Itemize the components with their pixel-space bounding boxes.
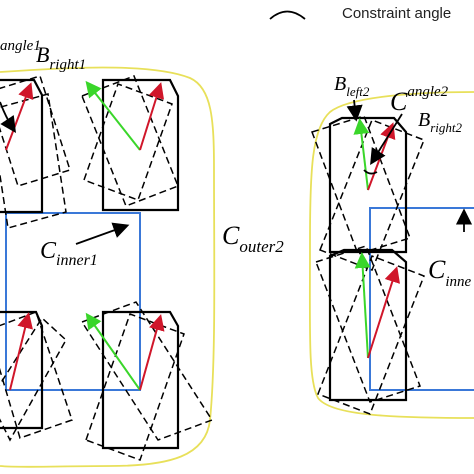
- green-vector-3: [353, 118, 370, 191]
- red-vector-4: [139, 314, 165, 391]
- angle1-label: angle1: [0, 38, 41, 54]
- body-solid-2: [101, 78, 180, 212]
- angle2-arc: [363, 169, 378, 175]
- left2-label: Bleft2: [334, 73, 370, 99]
- body-solid-5: [328, 116, 408, 254]
- constraint-angle-legend-icon: [269, 10, 306, 20]
- body-solid-4: [101, 310, 180, 450]
- green-vector-4: [354, 252, 371, 359]
- body-dashed-7: [80, 301, 214, 441]
- body-dashed-6: [0, 316, 67, 442]
- inner2-label: Cinne: [428, 255, 472, 290]
- green-vector-1: [85, 80, 141, 151]
- red-vector-2: [139, 82, 165, 151]
- angle2-pointer: [370, 113, 403, 166]
- body-dashed-3: [81, 75, 179, 207]
- body-dashed-12: [317, 255, 425, 415]
- body-dashed-11: [315, 245, 421, 403]
- angle1-pointer: [0, 101, 16, 133]
- outer-constraint-1: [0, 66, 216, 468]
- body-dashed-1: [0, 75, 71, 187]
- red-vector-3: [9, 312, 33, 391]
- left2-pointer: [346, 99, 363, 122]
- green-vector-2: [85, 312, 141, 391]
- body-solid-3: [0, 310, 44, 430]
- right1-label: Bright1: [36, 42, 86, 73]
- angle2-label: Cangle2: [390, 84, 449, 116]
- inner-constraint-1: [5, 212, 141, 391]
- inner1-label: Cinner1: [40, 238, 98, 269]
- body-dashed-2: [0, 93, 67, 229]
- legend-text: Constraint angle: [342, 5, 451, 22]
- body-dashed-10: [319, 119, 425, 271]
- body-dashed-4: [83, 83, 173, 201]
- body-dashed-8: [85, 313, 185, 461]
- inner1-pointer: [75, 222, 130, 245]
- red-vector-1: [5, 82, 34, 151]
- right2-label: Bright2: [418, 109, 463, 135]
- body-solid-6: [328, 248, 408, 402]
- outer2-label: Couter2: [222, 221, 284, 256]
- body-dashed-5: [0, 311, 73, 439]
- body-solid-1: [0, 78, 44, 214]
- outer-constraint-2: [308, 91, 474, 419]
- inner-constraint-2: [369, 207, 474, 391]
- red-vector-6: [367, 266, 400, 359]
